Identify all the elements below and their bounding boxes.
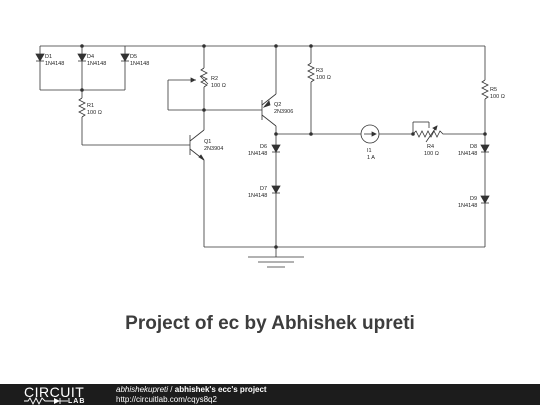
r2-name: R2 <box>211 76 218 82</box>
d5-model: 1N4148 <box>130 61 149 67</box>
circuit-schematic: D1 1N4148 D4 1N4148 D5 1N4148 R1 100 Ω R… <box>35 44 505 268</box>
d4-model: 1N4148 <box>87 61 106 67</box>
d5-name: D5 <box>130 54 137 60</box>
diode-d4-symbol <box>77 53 87 62</box>
d9-name: D9 <box>470 196 477 202</box>
d9-model: 1N4148 <box>458 203 477 209</box>
r1-value: 100 Ω <box>87 110 102 116</box>
d7-model: 1N4148 <box>248 193 267 199</box>
project-name-link[interactable]: abhishek's ecc's project <box>174 385 267 394</box>
diode-d7-symbol <box>271 185 281 194</box>
diode-d8-symbol <box>480 144 490 153</box>
diode-d6-symbol <box>271 144 281 153</box>
d7-name: D7 <box>260 186 267 192</box>
i1-value: 1 A <box>367 155 375 161</box>
d1-model: 1N4148 <box>45 61 64 67</box>
d6-name: D6 <box>260 144 267 150</box>
r5-name: R5 <box>490 87 497 93</box>
r3-name: R3 <box>316 68 323 74</box>
r4-name: R4 <box>427 144 434 150</box>
q1-model: 2N3904 <box>204 146 223 152</box>
meta-separator: / <box>170 385 173 394</box>
current-arrow-icon <box>371 131 377 137</box>
r5-value: 100 Ω <box>490 94 505 100</box>
circuitlab-logo[interactable]: CIRCUIT LAB <box>24 384 85 405</box>
footer-bar: CIRCUIT LAB abhishekupreti / abhishek's … <box>0 384 540 405</box>
diode-d5-symbol <box>120 53 130 62</box>
project-url-link[interactable]: http://circuitlab.com/cqys8q2 <box>116 395 217 404</box>
page-title: Project of ec by Abhishek upreti <box>125 313 415 334</box>
q1-name: Q1 <box>204 139 211 145</box>
logo-lab-text: LAB <box>68 398 86 405</box>
q1-emitter-arrow-icon <box>198 154 205 161</box>
logo-circuit-text: CIRCUIT <box>24 384 85 400</box>
r2-value: 100 Ω <box>211 83 226 89</box>
r2-wiper-arrow-icon <box>190 77 196 83</box>
q2-emitter-arrow-icon <box>262 100 271 108</box>
logo-wave-icon <box>24 397 68 405</box>
project-meta: abhishekupreti / abhishek's ecc's projec… <box>116 385 267 405</box>
d8-model: 1N4148 <box>458 151 477 157</box>
d4-name: D4 <box>87 54 94 60</box>
d1-name: D1 <box>45 54 52 60</box>
username-link[interactable]: abhishekupreti <box>116 385 169 394</box>
r4-value: 100 Ω <box>424 151 439 157</box>
i1-name: I1 <box>367 148 372 154</box>
r3-value: 100 Ω <box>316 75 331 81</box>
diode-d1-symbol <box>35 53 45 62</box>
d6-model: 1N4148 <box>248 151 267 157</box>
d8-name: D8 <box>470 144 477 150</box>
r1-name: R1 <box>87 103 94 109</box>
q2-model: 2N3906 <box>274 109 293 115</box>
diode-d9-symbol <box>480 195 490 204</box>
q2-name: Q2 <box>274 102 281 108</box>
